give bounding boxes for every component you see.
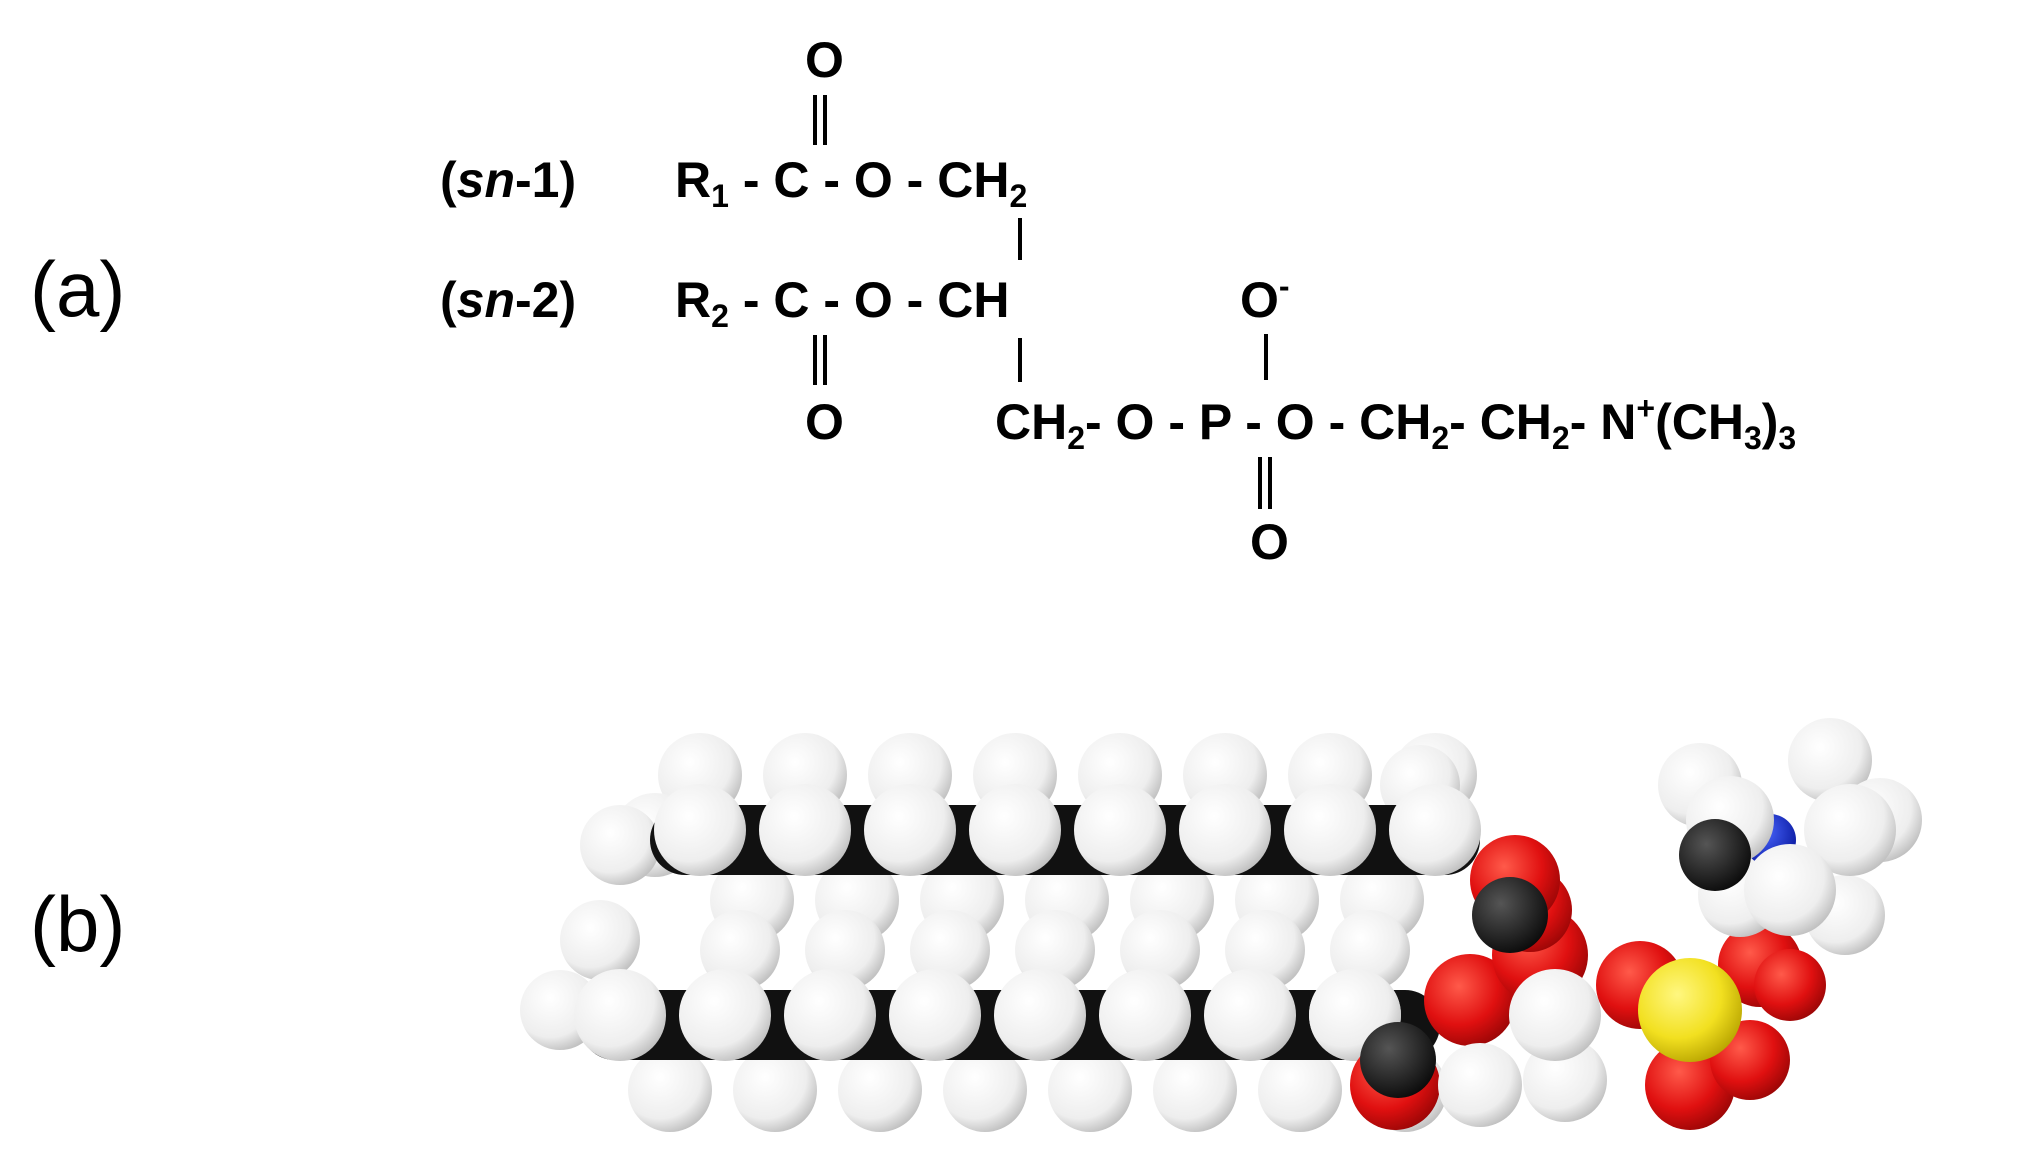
hydrogen-atom (654, 784, 746, 876)
phosphate-oxygen-minus: O- (1240, 268, 1290, 328)
hydrogen-atom (1284, 784, 1376, 876)
hydrogen-atom (679, 969, 771, 1061)
hydrogen-atom (864, 784, 956, 876)
sn2-label: (sn-2) (440, 272, 577, 328)
single-bond-ch-ch2 (1018, 338, 1022, 382)
sn1-label: (sn-1) (440, 152, 577, 208)
hydrogen-atom (1509, 969, 1601, 1061)
carbonyl-oxygen-bottom: O (805, 394, 844, 450)
row2-formula: R2 - C - O - CH (675, 272, 1010, 334)
panel-label-b: (b) (30, 880, 126, 968)
hydrogen-atom (1048, 1048, 1132, 1132)
hydrogen-atom (943, 1048, 1027, 1132)
carbon-atom (1360, 1022, 1436, 1098)
double-bond-p-o (1258, 457, 1272, 509)
hydrogen-atom (994, 969, 1086, 1061)
single-bond-ch2-ch (1018, 218, 1022, 260)
hydrogen-atom (969, 784, 1061, 876)
hydrogen-atom (1438, 1043, 1522, 1127)
hydrogen-atom (1389, 784, 1481, 876)
panel-label-a: (a) (30, 245, 126, 333)
hydrogen-atom (1804, 784, 1896, 876)
phosphorus-atom (1638, 958, 1742, 1062)
hydrogen-atom (560, 900, 640, 980)
carbon-atom (1472, 877, 1548, 953)
hydrogen-atom (1204, 969, 1296, 1061)
hydrogen-atom (733, 1048, 817, 1132)
row3-formula: CH2- O - P - O - CH2- CH2- N+(CH3)3 (995, 390, 1797, 456)
oxygen-atom (1754, 949, 1826, 1021)
hydrogen-atom (1099, 969, 1191, 1061)
hydrogen-atom (784, 969, 876, 1061)
upper-chain-backbone (650, 805, 1480, 875)
carbonyl-oxygen-top: O (805, 32, 844, 88)
oxygen-atom (1424, 954, 1516, 1046)
hydrogen-atom (1153, 1048, 1237, 1132)
double-bond-top (813, 95, 827, 145)
hydrogen-atom (580, 805, 660, 885)
hydrogen-atom (889, 969, 981, 1061)
phosphate-oxygen-bottom: O (1250, 514, 1289, 570)
hydrogen-atom (574, 969, 666, 1061)
double-bond-bottom (813, 335, 827, 385)
single-bond-o-p (1264, 334, 1268, 380)
hydrogen-atom (1788, 718, 1872, 802)
hydrogen-atom (1179, 784, 1271, 876)
hydrogen-atom (838, 1048, 922, 1132)
carbon-atom (1679, 819, 1751, 891)
row1-formula: R1 - C - O - CH2 (675, 152, 1028, 214)
hydrogen-atom (1074, 784, 1166, 876)
hydrogen-atom (1744, 844, 1836, 936)
hydrogen-atom (1258, 1048, 1342, 1132)
hydrogen-atom (628, 1048, 712, 1132)
hydrogen-atom (759, 784, 851, 876)
